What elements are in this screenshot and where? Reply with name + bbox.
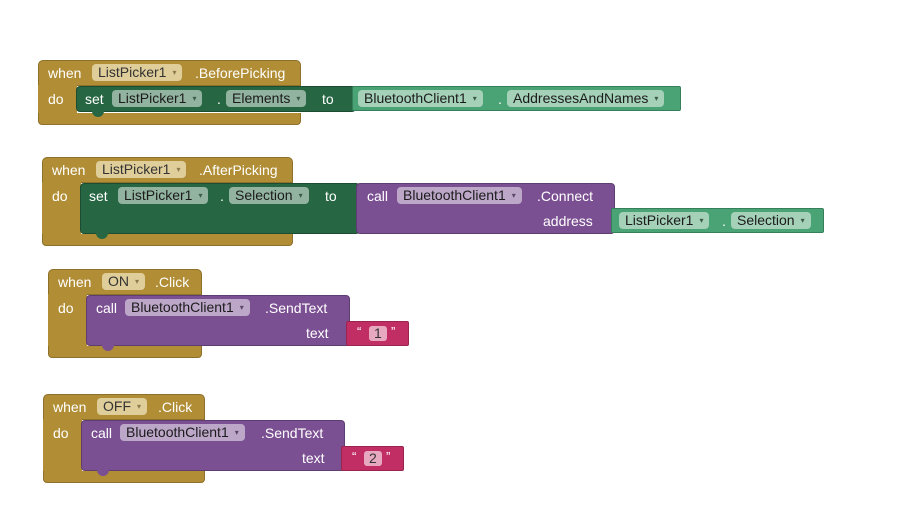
getter-property-dropdown[interactable]: AddressesAndNames ▾ [507, 90, 665, 107]
text-param-label: text [306, 325, 329, 341]
quote-open-icon: “ [352, 449, 357, 464]
chevron-down-icon: ▾ [511, 191, 516, 200]
do-label: do [52, 188, 68, 204]
component-name: BluetoothClient1 [364, 90, 467, 106]
property-name: Selection [235, 187, 293, 203]
event-do-strip [48, 294, 87, 348]
call-label: call [96, 300, 118, 316]
event-name: .Click [155, 274, 190, 290]
component-name: ListPicker1 [118, 90, 187, 106]
property-name: Elements [232, 90, 291, 106]
call-label: call [367, 188, 389, 204]
event-do-strip [43, 419, 82, 473]
set-label: set [85, 91, 104, 107]
event-name: .AfterPicking [199, 162, 278, 178]
getter-property-dropdown[interactable]: Selection ▾ [731, 212, 811, 229]
do-label: do [48, 91, 64, 107]
to-label: to [322, 91, 334, 107]
call-component-dropdown[interactable]: BluetoothClient1 ▾ [397, 187, 522, 204]
chevron-down-icon: ▾ [654, 94, 659, 103]
chevron-down-icon: ▾ [192, 94, 197, 103]
quote-close-icon: ” [386, 449, 391, 464]
set-property-dropdown[interactable]: Elements ▾ [226, 90, 307, 107]
component-name: BluetoothClient1 [131, 299, 234, 315]
dot-separator: . [217, 91, 221, 107]
quote-open-icon: “ [357, 324, 362, 339]
when-label: when [58, 274, 92, 290]
set-component-dropdown[interactable]: ListPicker1 ▾ [118, 187, 209, 204]
set-property-dropdown[interactable]: Selection ▾ [229, 187, 309, 204]
when-label: when [48, 65, 82, 81]
dot-separator: . [498, 91, 502, 107]
component-name: OFF [103, 398, 131, 414]
component-name: BluetoothClient1 [403, 187, 506, 203]
component-name: ListPicker1 [124, 187, 193, 203]
chevron-down-icon: ▾ [137, 402, 142, 411]
chevron-down-icon: ▾ [472, 94, 477, 103]
event-footer [42, 234, 293, 246]
event-name: .Click [158, 399, 193, 415]
component-dropdown[interactable]: OFF ▾ [97, 398, 148, 415]
event-footer [38, 113, 301, 125]
event-do-strip [38, 85, 77, 115]
when-label: when [53, 399, 87, 415]
property-name: Selection [737, 212, 795, 228]
block-connector [96, 233, 108, 239]
chevron-down-icon: ▾ [296, 94, 301, 103]
chevron-down-icon: ▾ [699, 216, 704, 225]
block-connector [92, 111, 104, 117]
set-label: set [89, 188, 108, 204]
component-dropdown[interactable]: ListPicker1 ▾ [92, 64, 183, 81]
chevron-down-icon: ▾ [198, 191, 203, 200]
when-label: when [52, 162, 86, 178]
call-component-dropdown[interactable]: BluetoothClient1 ▾ [120, 424, 245, 441]
component-dropdown[interactable]: ON ▾ [102, 273, 146, 290]
component-name: BluetoothClient1 [126, 424, 229, 440]
chevron-down-icon: ▾ [176, 165, 181, 174]
chevron-down-icon: ▾ [135, 277, 140, 286]
event-footer [48, 346, 202, 358]
chevron-down-icon: ▾ [172, 68, 177, 77]
component-name: ListPicker1 [625, 212, 694, 228]
block-connector [97, 470, 109, 476]
component-name: ListPicker1 [102, 161, 171, 177]
method-name: .Connect [537, 188, 594, 204]
set-component-dropdown[interactable]: ListPicker1 ▾ [112, 90, 203, 107]
text-value[interactable]: 1 [369, 326, 387, 341]
block-connector [102, 345, 114, 351]
address-param-label: address [543, 213, 593, 229]
do-label: do [58, 300, 74, 316]
property-name: AddressesAndNames [513, 90, 649, 106]
dot-separator: . [722, 213, 726, 229]
chevron-down-icon: ▾ [800, 216, 805, 225]
dot-separator: . [220, 188, 224, 204]
event-do-strip [42, 182, 81, 236]
getter-component-dropdown[interactable]: BluetoothClient1 ▾ [358, 90, 483, 107]
component-dropdown[interactable]: ListPicker1 ▾ [96, 161, 187, 178]
quote-close-icon: ” [391, 324, 396, 339]
method-name: .SendText [265, 300, 328, 316]
event-name: .BeforePicking [195, 65, 286, 81]
component-name: ON [108, 273, 129, 289]
chevron-down-icon: ▾ [298, 191, 303, 200]
chevron-down-icon: ▾ [239, 303, 244, 312]
chevron-down-icon: ▾ [234, 428, 239, 437]
text-param-label: text [302, 450, 325, 466]
getter-component-dropdown[interactable]: ListPicker1 ▾ [619, 212, 710, 229]
method-name: .SendText [261, 425, 324, 441]
to-label: to [325, 188, 337, 204]
call-label: call [91, 425, 113, 441]
event-footer [43, 471, 205, 483]
component-name: ListPicker1 [98, 64, 167, 80]
text-value[interactable]: 2 [364, 451, 382, 466]
call-component-dropdown[interactable]: BluetoothClient1 ▾ [125, 299, 250, 316]
do-label: do [53, 425, 69, 441]
